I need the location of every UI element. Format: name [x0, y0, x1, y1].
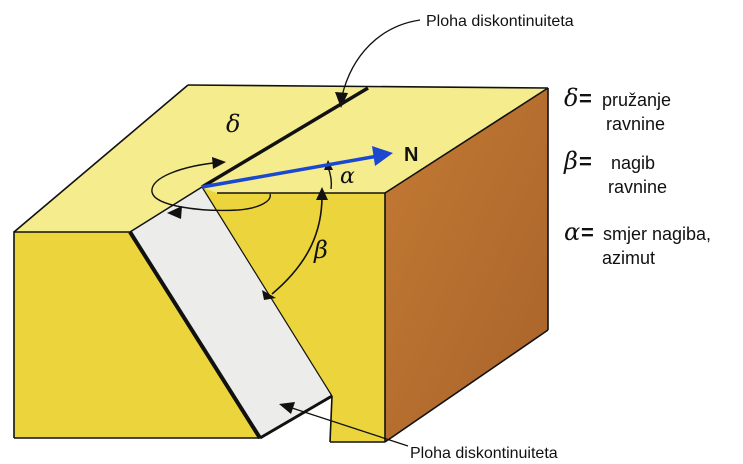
legend-beta-symbol: β	[563, 147, 578, 175]
legend-alpha-equals: =	[581, 220, 594, 245]
side-face	[385, 88, 548, 442]
legend-beta-line1: nagib	[611, 153, 655, 173]
fault-edge-bottom	[259, 394, 333, 440]
plane-label-top: Ploha diskontinuiteta	[426, 13, 574, 30]
callout-bottom-arrowhead	[279, 402, 295, 414]
plane-label-bottom: Ploha diskontinuiteta	[410, 445, 558, 462]
fault-plane	[130, 187, 332, 438]
legend-alpha-line2: azimut	[602, 248, 655, 268]
front-face	[14, 232, 260, 438]
strike-rotation-arc	[151, 161, 271, 212]
north-arrow-head	[372, 146, 393, 166]
callout-top-arrow	[341, 19, 421, 97]
strike-rotation-arrowhead-left	[167, 206, 182, 219]
callout-top-arrowhead	[335, 92, 348, 108]
strike-rotation-arrowhead-top	[212, 157, 226, 169]
delta-label: δ	[226, 110, 240, 138]
top-face	[14, 85, 548, 232]
legend-beta: β = nagib ravnine	[563, 147, 667, 197]
north-label: N	[404, 144, 418, 166]
callout-bottom-arrow	[291, 407, 409, 447]
legend-delta-equals: =	[579, 86, 592, 111]
legend-delta: δ = pružanje ravnine	[564, 84, 671, 134]
fault-edge-right	[201, 186, 333, 397]
legend-beta-line2: ravnine	[608, 177, 667, 197]
beta-label: β	[313, 236, 328, 264]
fault-edge-left	[128, 230, 262, 440]
alpha-label: α	[340, 164, 355, 189]
legend-delta-line2: ravnine	[606, 114, 665, 134]
legend-alpha: α = smjer nagiba, azimut	[564, 218, 711, 268]
legend-alpha-line1: smjer nagiba,	[603, 224, 711, 244]
fault-edge-upper	[129, 186, 203, 233]
north-arrow-shaft	[201, 154, 379, 189]
block-edges	[13, 84, 549, 443]
legend-delta-symbol: δ	[564, 84, 578, 112]
legend-beta-equals: =	[579, 149, 592, 174]
legend-delta-line1: pružanje	[602, 90, 671, 110]
dip-angle-arrowhead-bottom	[262, 290, 276, 300]
dip-angle-arc	[271, 195, 323, 295]
dip-angle-arrowhead-top	[316, 187, 328, 200]
legend-alpha-symbol: α	[564, 218, 580, 246]
legend: δ = pružanje ravnine β = nagib ravnine α…	[563, 84, 711, 268]
